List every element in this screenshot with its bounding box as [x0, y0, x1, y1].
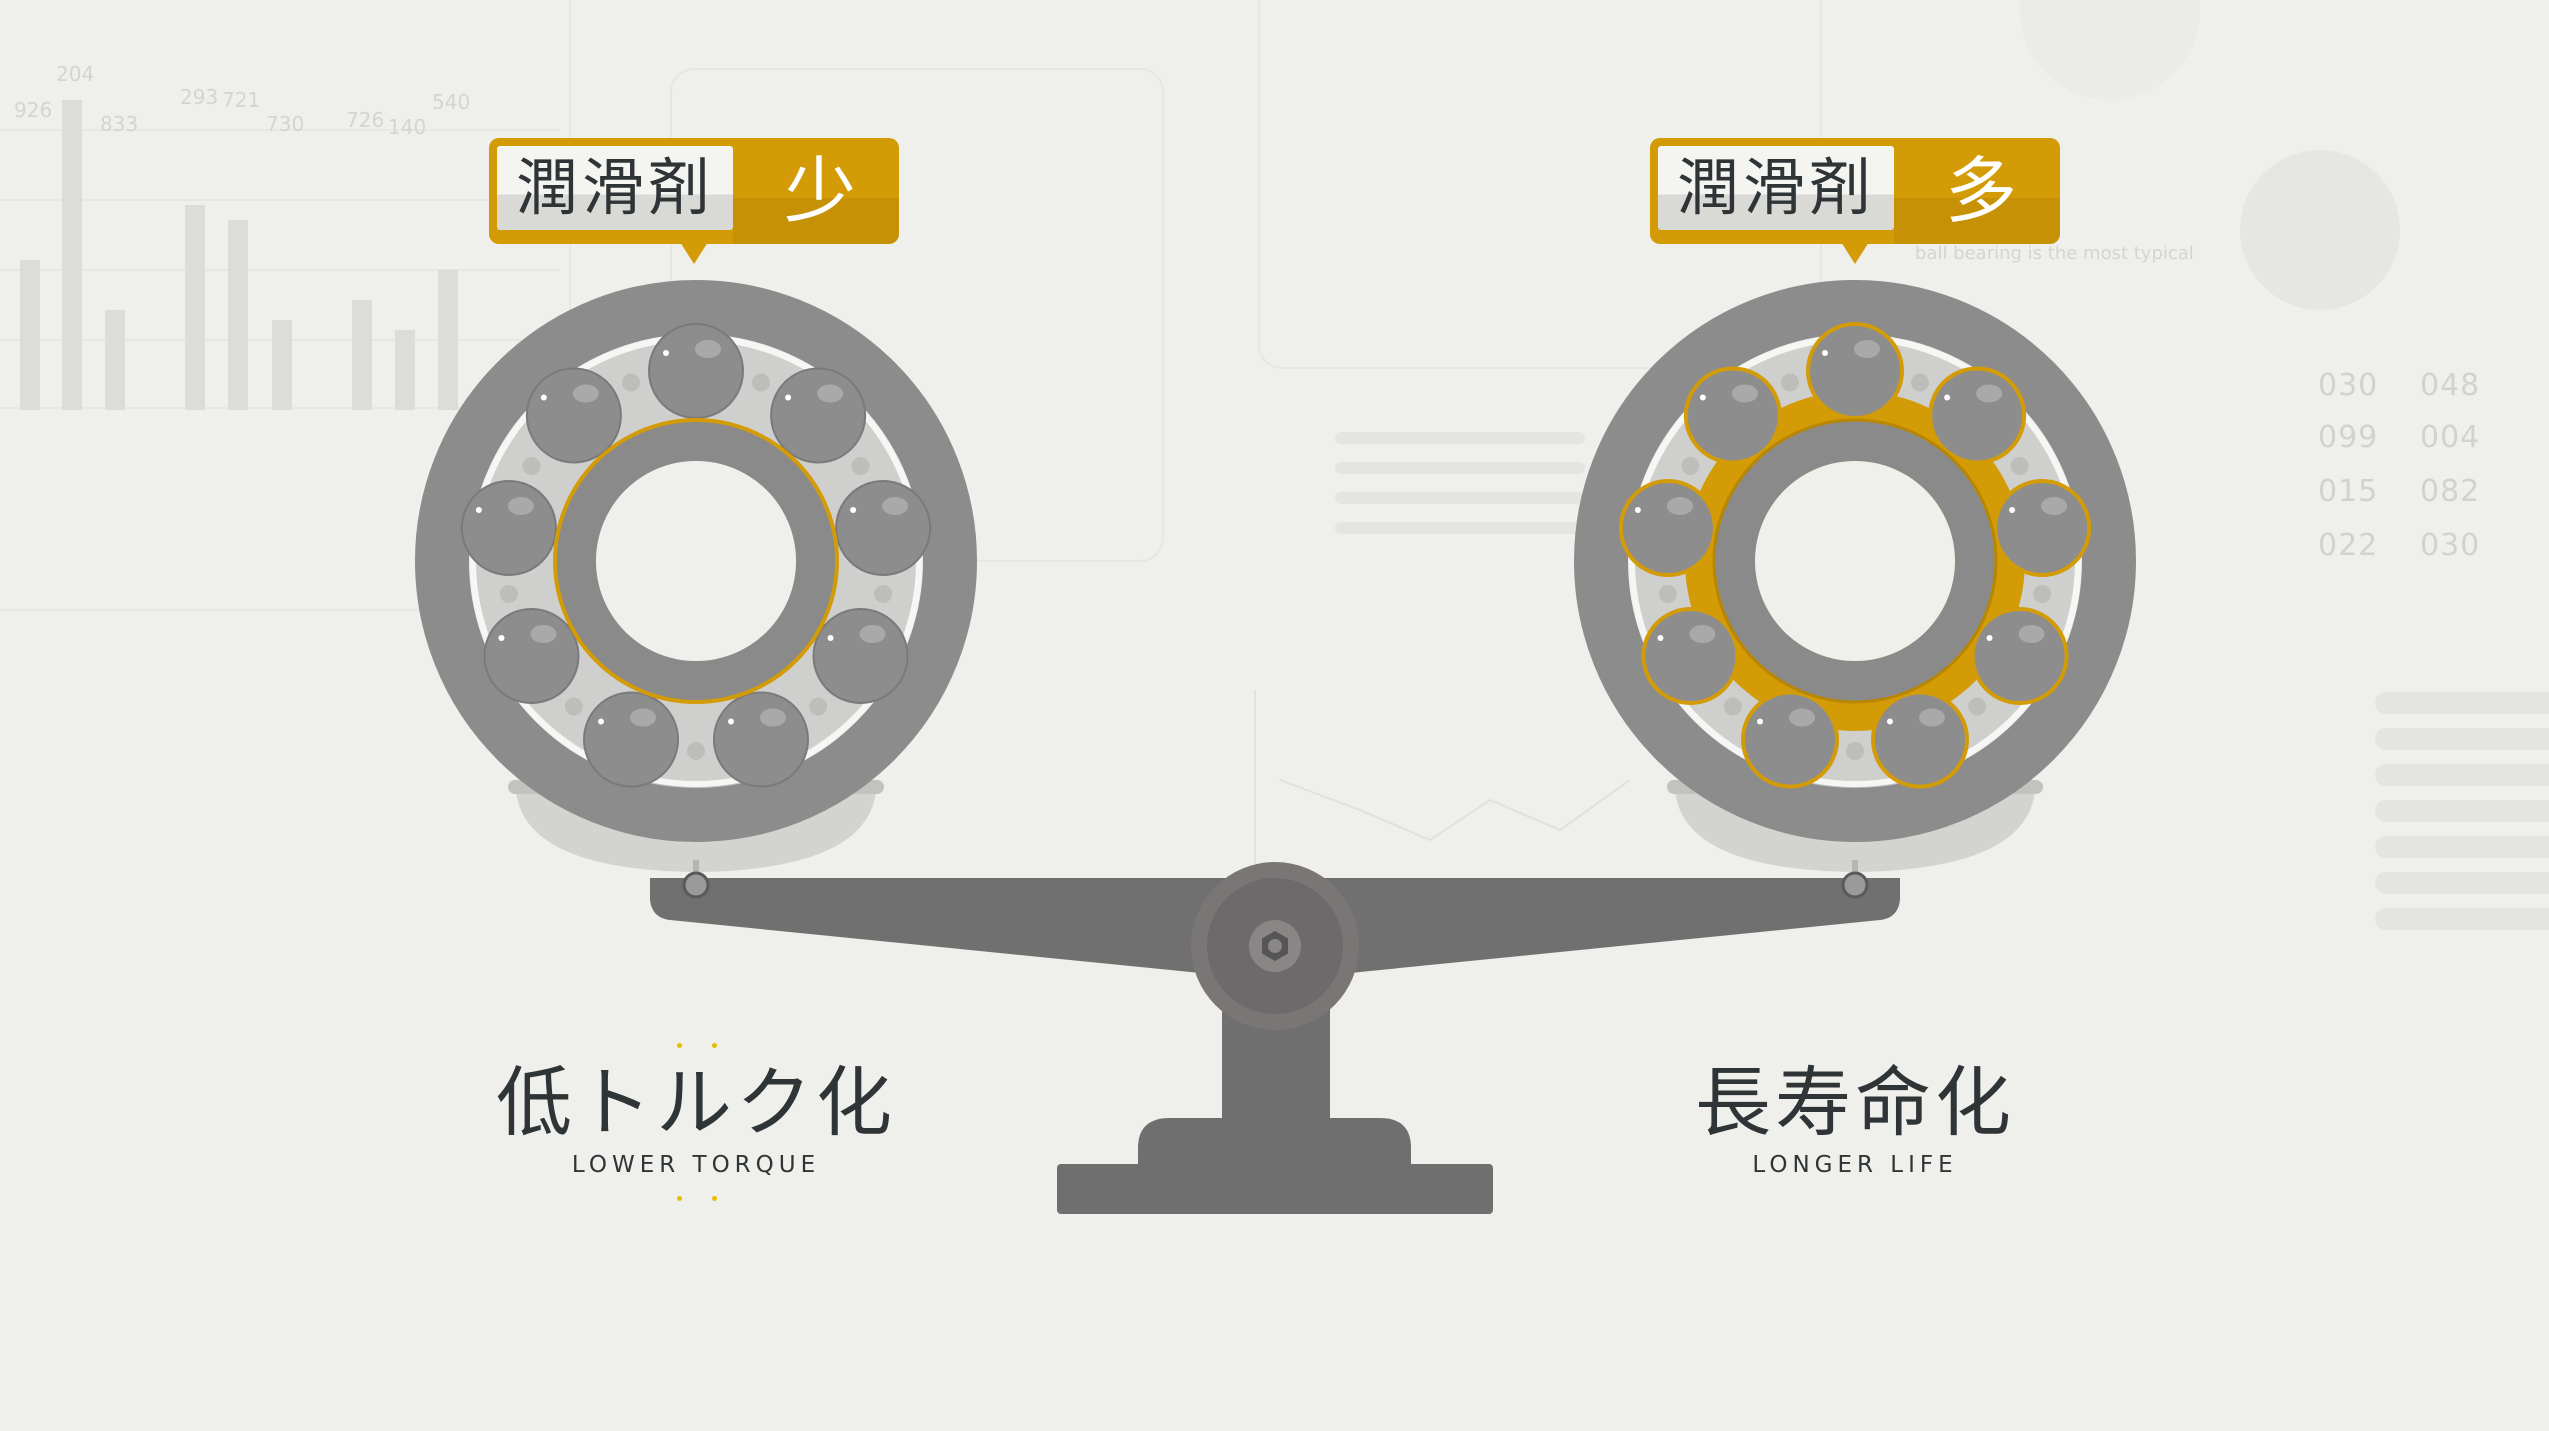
highlight-dot: [677, 1043, 682, 1048]
bar-label: 726: [346, 108, 385, 132]
inner-ring: [1713, 419, 1997, 703]
background-bar: [272, 320, 292, 410]
background-bar: [20, 260, 40, 410]
bearing-high-lubricant: [1574, 280, 2136, 842]
inner-ring: [554, 419, 838, 703]
metric-value: 030: [2420, 528, 2481, 563]
right-hanger-pin: [1841, 871, 1869, 899]
background-bar: [395, 330, 415, 410]
ball: [812, 608, 909, 704]
metric-value: 015: [2318, 474, 2379, 509]
ball: [835, 480, 932, 577]
highlight-dot: [677, 1196, 682, 1201]
bar-label: 204: [56, 62, 95, 86]
left-hanger-pin: [682, 871, 710, 899]
metric-value: 004: [2420, 420, 2481, 455]
ball: [1970, 607, 2069, 705]
ball: [1641, 607, 1740, 705]
bar-label: 140: [388, 115, 427, 139]
lubricant-amount-value: 多: [1944, 149, 2017, 233]
ball: [1741, 690, 1840, 789]
ball: [1993, 479, 2092, 578]
lubricant-amount-value: 少: [783, 149, 856, 233]
lubricant-label-key: 潤滑剤: [1658, 146, 1894, 230]
outer-ring: [1574, 280, 2136, 842]
bar-label: 833: [100, 112, 139, 136]
background-bar: [228, 220, 248, 410]
ball: [1928, 366, 2027, 465]
metric-value: 022: [2318, 528, 2379, 563]
background-snippet: ball bearing is the most typical: [1915, 243, 2194, 264]
metric-value: 082: [2420, 474, 2481, 509]
ball: [525, 367, 622, 464]
caption-en: LOWER TORQUE: [571, 1152, 821, 1178]
caption-longer-life: 長寿命化 LONGER LIFE: [1605, 1058, 2105, 1178]
outer-ring: [415, 280, 977, 842]
background-bar: [105, 310, 125, 410]
highlight-dot: [712, 1196, 717, 1201]
background-bar: [352, 300, 372, 410]
lubricant-label-high: 潤滑剤 多: [1650, 138, 2060, 264]
ball: [712, 691, 809, 788]
ball: [1683, 366, 1782, 465]
ball: [583, 691, 680, 788]
caption-lower-torque: 低トルク化 LOWER TORQUE: [446, 1058, 946, 1178]
ball: [770, 367, 867, 464]
bearing-low-lubricant: [415, 280, 977, 842]
caption-jp: 長寿命化: [1695, 1058, 2015, 1147]
background-bar: [438, 270, 458, 410]
ball: [1870, 690, 1969, 789]
ball: [1806, 322, 1904, 420]
ball: [460, 480, 557, 577]
ball: [1618, 479, 1717, 578]
ball: [648, 323, 744, 419]
lubricant-label-key: 潤滑剤: [497, 146, 733, 230]
metric-value: 099: [2318, 420, 2379, 455]
bar-label: 721: [222, 88, 261, 112]
bar-label: 293: [180, 85, 219, 109]
caption-jp: 低トルク化: [496, 1058, 896, 1147]
bar-label: 540: [432, 90, 471, 114]
bar-label: 926: [14, 98, 53, 122]
lubricant-label-low: 潤滑剤 少: [489, 138, 899, 264]
metric-value: 048: [2420, 368, 2481, 403]
highlight-dot: [712, 1043, 717, 1048]
bar-label: 730: [266, 112, 305, 136]
background-bar: [185, 205, 205, 410]
ball: [483, 608, 580, 704]
caption-en: LONGER LIFE: [1752, 1152, 1958, 1178]
background-bar: [62, 100, 82, 410]
metric-value: 030: [2318, 368, 2379, 403]
